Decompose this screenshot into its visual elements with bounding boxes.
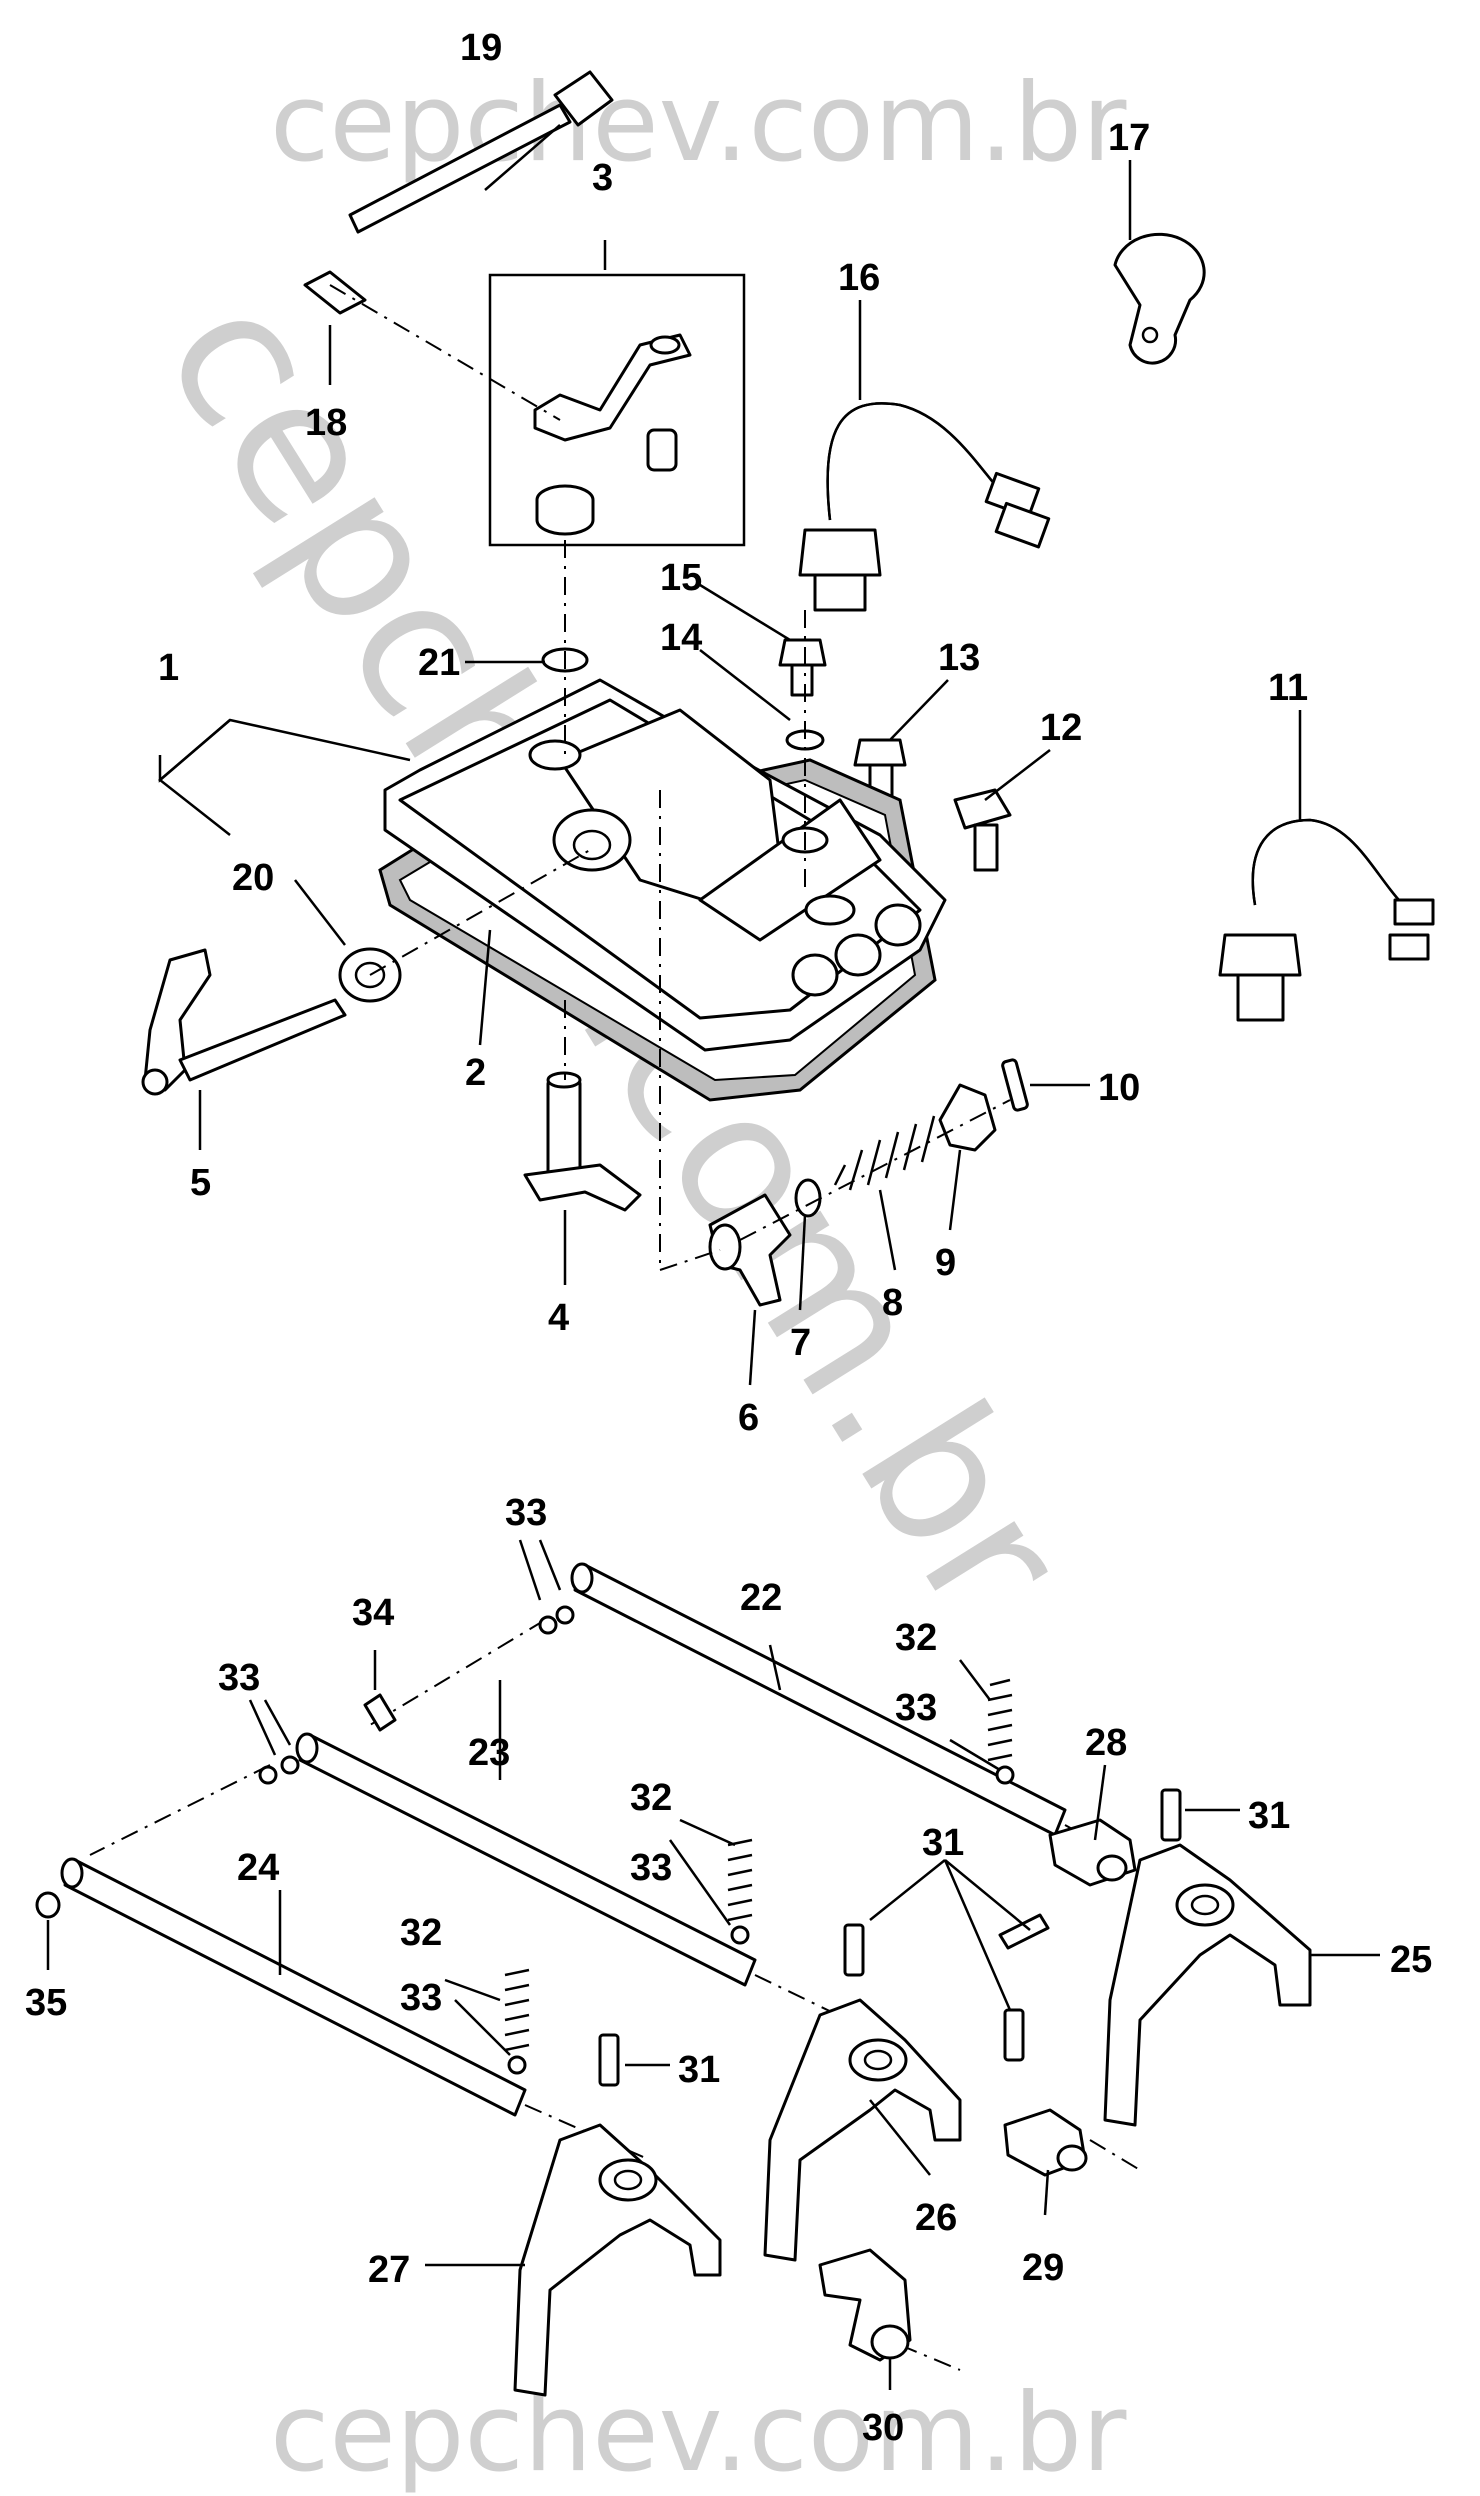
callout-labels: 1 2 3 4 5 6 7 8 9 10 11 12 13 14 15 16 1… [25,27,1432,2449]
callout-3: 3 [592,157,613,199]
shift-block-30 [818,2248,912,2362]
callout-29: 29 [1022,2247,1064,2289]
detent-balls-springs [35,1605,1015,2075]
sensor-part [1218,818,1435,1022]
callout-20: 20 [232,857,274,899]
callout-8: 8 [882,1282,903,1324]
callout-13: 13 [938,637,980,679]
shift-fork-27 [513,2123,722,2397]
callout-26: 26 [915,2197,957,2239]
callout-24: 24 [237,1847,279,1889]
leader-lines [46,124,1380,2390]
callout-12: 12 [1040,707,1082,749]
callout-19: 19 [460,27,502,69]
callout-7: 7 [790,1322,811,1364]
pin-part [303,270,367,315]
callout-4: 4 [548,1297,569,1339]
detent-assembly [708,1058,1029,1307]
callout-16: 16 [838,257,880,299]
shift-fork-25 [1103,1843,1312,2127]
callout-33c: 33 [895,1687,937,1729]
rail-dash-lines [89,1619,1141,2371]
pressure-switch-harness [798,402,1051,612]
callout-22: 22 [740,1577,782,1619]
shift-cover-body [383,678,947,1052]
shift-lever-part [141,948,347,1096]
callout-14: 14 [660,617,702,659]
callout-1: 1 [158,647,179,689]
callout-18: 18 [305,402,347,444]
callout-25: 25 [1390,1939,1432,1981]
callout-6: 6 [738,1397,759,1439]
assembly-axes [329,284,1011,1271]
pipe-clip-part [1113,232,1206,365]
callout-32c: 32 [400,1912,442,1954]
callout-33b: 33 [218,1657,260,1699]
callout-32a: 32 [895,1617,937,1659]
callout-33d: 33 [630,1847,672,1889]
callout-33a: 33 [505,1492,547,1534]
shift-block-29 [1003,2108,1088,2177]
callout-27: 27 [368,2249,410,2291]
callout-31b: 31 [922,1822,964,1864]
callout-9: 9 [935,1242,956,1284]
callout-10: 10 [1098,1067,1140,1109]
callout-32b: 32 [630,1777,672,1819]
callout-31c: 31 [678,2049,720,2091]
callout-33e: 33 [400,1977,442,2019]
shift-fork-26 [763,1998,962,2262]
callout-23: 23 [468,1732,510,1774]
watermark-top: cepchev.com.br [270,61,1127,186]
callout-30: 30 [862,2407,904,2449]
callout-34: 34 [352,1592,394,1634]
callout-11: 11 [1268,667,1308,709]
callout-15: 15 [660,557,702,599]
callout-28: 28 [1085,1722,1127,1764]
cable-tie-part [348,70,614,234]
bracket-kit-box [488,273,746,547]
shift-rail-23 [295,1732,757,1987]
shift-rail-24 [60,1857,527,2117]
watermark-bottom: cepchev.com.br [270,2371,1127,2496]
callout-2: 2 [465,1052,486,1094]
callout-35: 35 [25,1982,67,2024]
callout-17: 17 [1108,117,1150,159]
callout-31a: 31 [1248,1795,1290,1837]
callout-5: 5 [190,1162,211,1204]
callout-21: 21 [418,642,460,684]
shift-block-28 [1048,1818,1137,1887]
roll-pins [598,1788,1182,2087]
